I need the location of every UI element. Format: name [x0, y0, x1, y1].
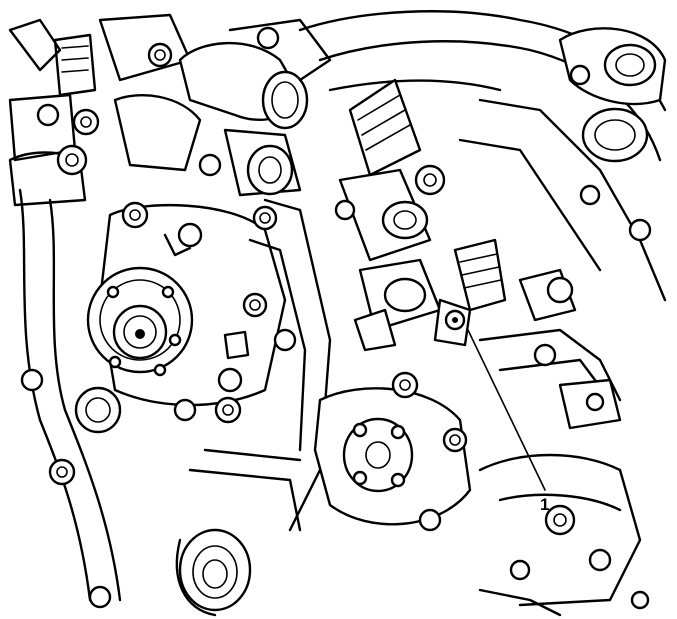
oil-pump-cover	[313, 371, 472, 532]
center-bracket	[214, 198, 332, 532]
callout-1-leader	[467, 329, 546, 491]
top-left-connectors	[8, 13, 202, 207]
camshaft-actuator-solenoids	[334, 78, 446, 352]
position-sensor-right	[433, 238, 577, 347]
coolant-outlet-pipe	[178, 18, 332, 197]
engine-block-right	[478, 328, 650, 617]
cylinder-head	[298, 10, 667, 302]
callout-1-label: 1	[540, 495, 549, 514]
crankshaft-pulley	[175, 448, 302, 617]
water-pump	[86, 201, 287, 422]
left-timing-cover	[18, 188, 122, 609]
